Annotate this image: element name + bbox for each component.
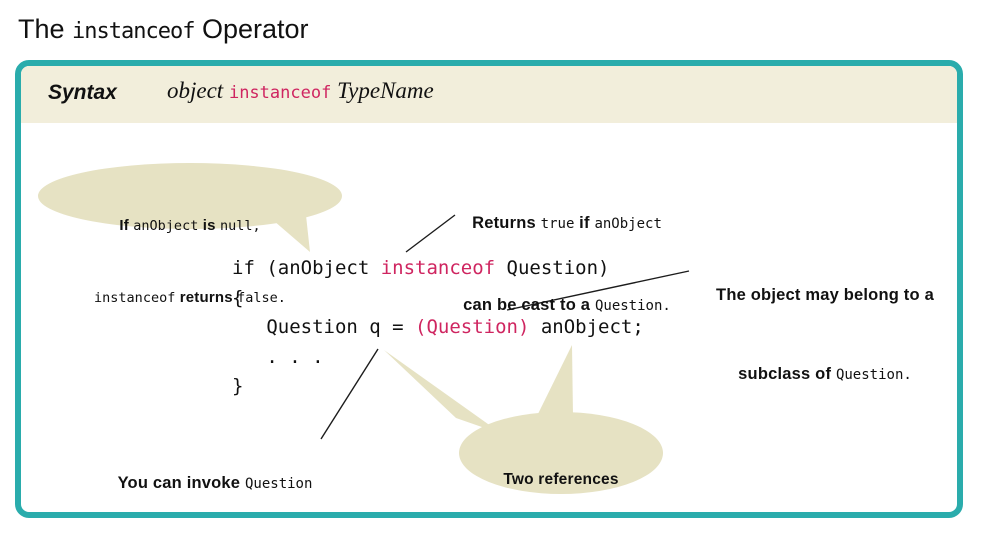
- code-line-ellipsis: . . .: [232, 345, 324, 368]
- subclass-note-line-2: subclass of Question.: [738, 365, 912, 383]
- code-line-if: if (anObject instanceof Question): [232, 257, 610, 279]
- code-line-open-brace: {: [232, 286, 244, 309]
- code-line-cast: Question q = (Question) anObject;: [232, 316, 644, 339]
- returns-note: Returns true if anObject can be cast to …: [433, 156, 701, 374]
- syntax-bar: Syntax object instanceof TypeName: [21, 66, 957, 123]
- two-refs-bubble-text: Two references to the same object.: [461, 420, 661, 544]
- code-line-close-brace: }: [232, 375, 244, 398]
- null-bubble-line-2: instanceof returns false.: [94, 289, 286, 306]
- syntax-expression: object instanceof TypeName: [167, 78, 434, 103]
- two-refs-line-2: to the same object.: [461, 540, 661, 544]
- null-bubble-line-1: If anObject is null,: [119, 217, 261, 234]
- two-refs-line-1: Two references: [503, 471, 619, 488]
- page-title: The instanceof Operator: [18, 14, 309, 44]
- syntax-label: Syntax: [48, 81, 117, 104]
- returns-note-line-1: Returns true if anObject: [472, 214, 662, 232]
- subclass-note-line-1: The object may belong to a: [716, 286, 934, 304]
- null-bubble-text: If anObject is null, instanceof returns …: [45, 166, 335, 358]
- code-block: if (anObject instanceof Question) { Ques…: [232, 254, 644, 402]
- returns-note-line-2: can be cast to a Question.: [463, 296, 671, 314]
- invoke-note: You can invoke Question methods on this …: [83, 416, 347, 544]
- invoke-note-line-1: You can invoke Question: [117, 474, 313, 492]
- subclass-note: The object may belong to a subclass of Q…: [668, 230, 982, 440]
